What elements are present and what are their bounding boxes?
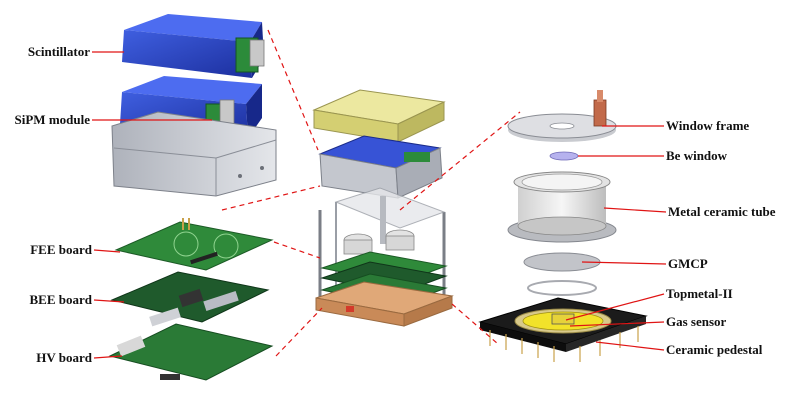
label-fee-board: FEE board xyxy=(30,242,93,257)
gasket-ring xyxy=(527,280,597,296)
yellow-lid xyxy=(312,89,446,143)
labels: Scintillator SiPM module FEE board BEE b… xyxy=(15,44,776,365)
center-frame xyxy=(315,187,454,327)
hv-board xyxy=(108,323,274,381)
label-ceramic-pedestal: Ceramic pedestal xyxy=(666,342,763,357)
label-metal-ceramic-tube: Metal ceramic tube xyxy=(668,204,776,219)
right-assembly xyxy=(478,90,648,362)
fee-board xyxy=(114,218,274,271)
center-assembly xyxy=(312,89,454,327)
label-topmetal-ii: Topmetal-II xyxy=(666,286,733,301)
label-window-frame: Window frame xyxy=(666,118,749,133)
label-gas-sensor: Gas sensor xyxy=(666,314,727,329)
label-hv-board: HV board xyxy=(36,350,93,365)
be-window-part xyxy=(549,151,579,161)
label-gmcp: GMCP xyxy=(668,256,708,271)
leader-lines xyxy=(92,51,667,359)
metal-ceramic-tube-part xyxy=(507,171,617,243)
window-frame-part xyxy=(507,90,617,142)
bee-board xyxy=(110,271,270,327)
scintillator-block xyxy=(122,14,265,78)
grey-housing xyxy=(111,111,277,197)
label-scintillator: Scintillator xyxy=(28,44,90,59)
left-assembly xyxy=(108,14,277,381)
label-sipm-module: SiPM module xyxy=(15,112,91,127)
connector-lines xyxy=(221,29,521,357)
label-bee-board: BEE board xyxy=(30,292,93,307)
label-be-window: Be window xyxy=(666,148,728,163)
ceramic-pedestal-part xyxy=(478,297,648,362)
